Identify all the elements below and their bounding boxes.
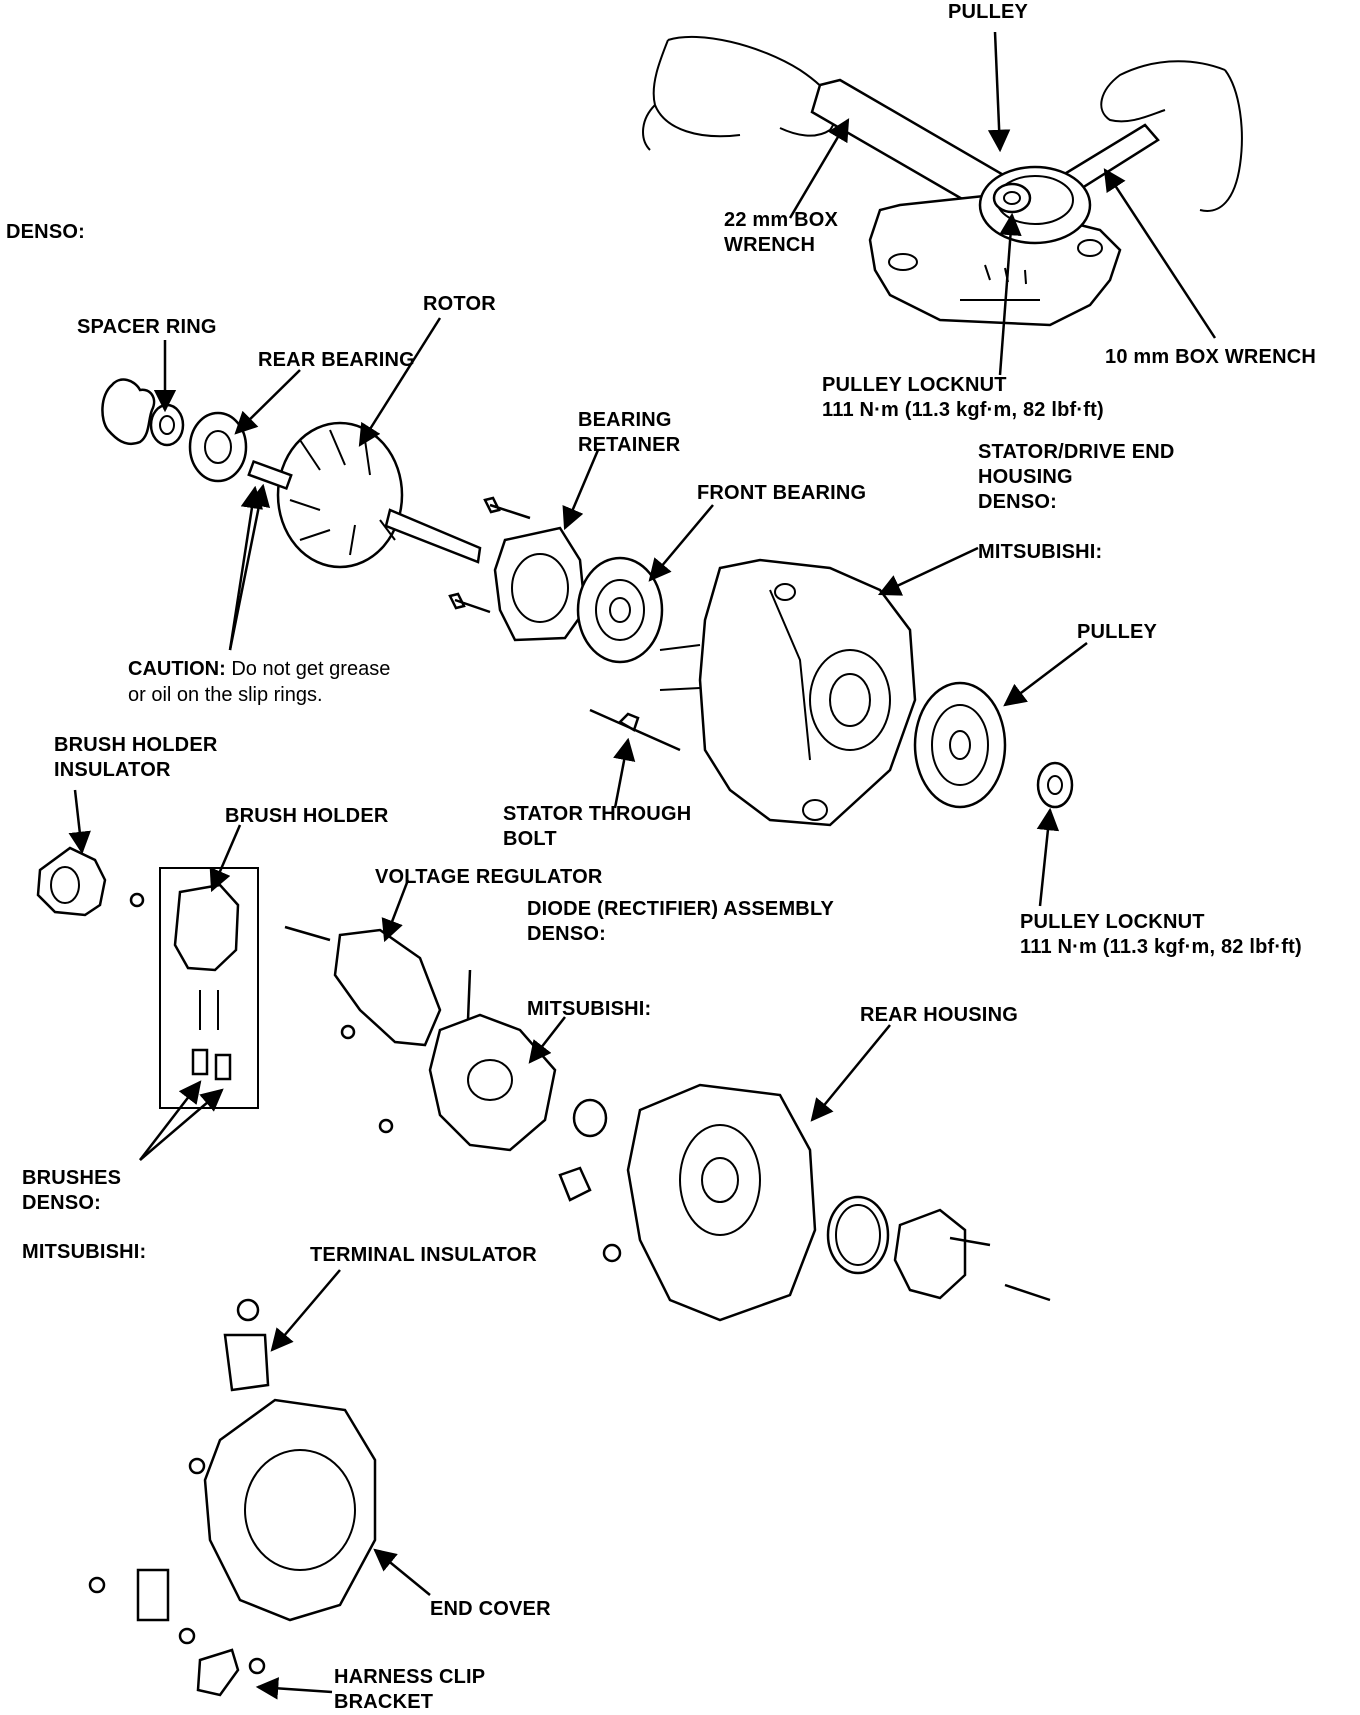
label-rear-bearing: REAR BEARING bbox=[258, 349, 415, 371]
terminal-insulator bbox=[223, 1333, 270, 1392]
stator-through-bolt bbox=[589, 708, 681, 752]
front-bearing bbox=[576, 556, 664, 664]
label-voltage-regulator: VOLTAGE REGULATOR bbox=[375, 866, 603, 888]
retainer-screw-1 bbox=[483, 496, 531, 520]
terminal-washer bbox=[572, 1098, 608, 1138]
caution-note: CAUTION: Do not get grease or oil on the… bbox=[128, 656, 390, 708]
label-10mm-box-wrench: 10 mm BOX WRENCH bbox=[1105, 346, 1317, 368]
label-pulley-top: PULLEY bbox=[948, 1, 1029, 23]
rear-seal bbox=[101, 378, 156, 446]
regulator-screw bbox=[284, 925, 331, 942]
right-hand bbox=[1100, 60, 1243, 212]
bearing-retainer bbox=[493, 526, 587, 642]
label-stator-mitsubishi: MITSUBISHI: bbox=[978, 541, 1103, 563]
pulley bbox=[913, 681, 1007, 809]
caution-prefix: CAUTION: bbox=[128, 658, 226, 680]
brush-holder bbox=[173, 883, 240, 972]
label-rotor: ROTOR bbox=[423, 293, 496, 315]
insulator-screw bbox=[129, 892, 145, 908]
left-hand bbox=[642, 35, 837, 151]
label-brushes-mitsubishi: MITSUBISHI: bbox=[22, 1241, 147, 1263]
end-cover bbox=[203, 1398, 377, 1622]
brush-holder-insulator bbox=[36, 846, 107, 917]
spacer-ring bbox=[149, 403, 185, 447]
terminal-nut bbox=[236, 1298, 260, 1322]
pulley-removal-illustration bbox=[642, 35, 1243, 327]
leader-arrows bbox=[68, 31, 1217, 1700]
label-denso-header: DENSO: bbox=[6, 221, 85, 243]
label-rear-housing: REAR HOUSING bbox=[860, 1004, 1018, 1026]
rear-cover-plate bbox=[893, 1208, 967, 1300]
retainer-screw-2 bbox=[448, 592, 491, 614]
label-pulley-mid: PULLEY bbox=[1077, 621, 1158, 643]
stator-drive-end-housing bbox=[698, 558, 917, 827]
diode-rectifier-assembly bbox=[428, 1013, 557, 1152]
label-end-cover: END COVER bbox=[430, 1598, 551, 1620]
brush-1 bbox=[191, 1048, 209, 1076]
label-diode-mitsubishi: MITSUBISHI: bbox=[527, 998, 652, 1020]
rear-bearing bbox=[188, 411, 248, 483]
pulley-locknut bbox=[1036, 761, 1074, 809]
caution-line1: Do not get grease bbox=[225, 658, 391, 680]
label-spacer-ring: SPACER RING bbox=[77, 316, 217, 338]
harness-clip-bracket bbox=[196, 1648, 240, 1697]
label-brush-holder: BRUSH HOLDER bbox=[225, 805, 389, 827]
brush-2 bbox=[214, 1053, 232, 1081]
caution-line2: or oil on the slip rings. bbox=[128, 684, 323, 706]
exploded-parts bbox=[36, 378, 1074, 1697]
o-ring bbox=[826, 1195, 890, 1275]
rotor bbox=[247, 421, 482, 569]
clip-bracket-left bbox=[136, 1568, 170, 1622]
label-terminal-insulator: TERMINAL INSULATOR bbox=[310, 1244, 537, 1266]
label-front-bearing: FRONT BEARING bbox=[697, 482, 867, 504]
